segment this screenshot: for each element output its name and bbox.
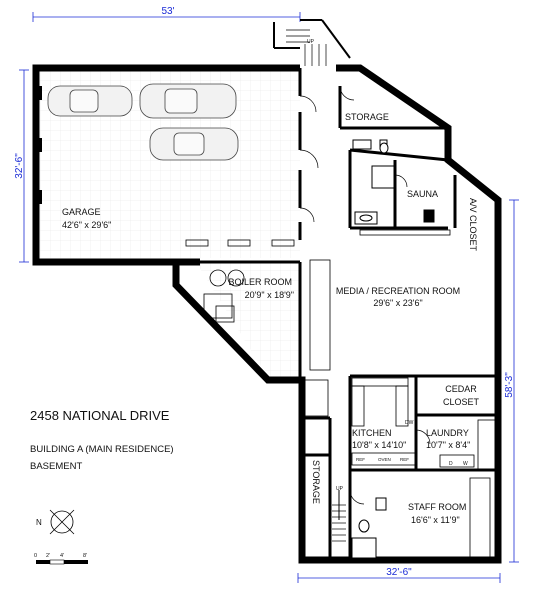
dryer-label: W: [463, 461, 468, 467]
exterior-walls: [32, 64, 502, 564]
av-closet-name: A/V CLOSET: [468, 198, 478, 252]
lower-stair: [332, 490, 346, 542]
staff-room-size: 16'6" x 11'9": [411, 515, 460, 525]
scale-tick-8: 8': [83, 553, 87, 559]
storage-top-name: STORAGE: [345, 112, 389, 122]
cedar-closet-name-2: CLOSET: [443, 397, 480, 407]
interior-walls: [200, 68, 498, 560]
top-stair: [273, 19, 351, 66]
scale-tick-4: 4': [60, 553, 64, 559]
boiler-equipment: [203, 269, 245, 323]
left-height-dimension: 32'-6": [14, 153, 25, 179]
right-height-dimension: 58'-3": [504, 372, 515, 398]
garage-doors: [34, 86, 42, 204]
bath-fixtures: [351, 139, 435, 559]
boiler-room-name: BOILER ROOM: [228, 277, 292, 287]
stair-up-top-label: UP: [307, 39, 315, 45]
dimension-lines: [19, 12, 519, 583]
boiler-floor: [196, 262, 300, 378]
laundry-size: 10'7" x 8'4": [426, 440, 470, 450]
north-label: N: [36, 518, 42, 527]
scale-tick-2: 2': [46, 553, 50, 559]
media-room-size: 29'6" x 23'6": [373, 298, 422, 308]
sauna-name: SAUNA: [407, 189, 438, 199]
bottom-width-dimension: 32'-6": [386, 567, 412, 578]
north-arrow-icon: [49, 509, 75, 535]
laundry-name: LAUNDRY: [426, 428, 469, 438]
kitchen-name: KITCHEN: [352, 428, 392, 438]
washer-label: D: [449, 461, 453, 467]
storage-side-name: STORAGE: [311, 460, 321, 504]
address-title: 2458 NATIONAL DRIVE: [30, 408, 170, 423]
stair-up-bottom-label: UP: [336, 486, 344, 492]
ref-2-label: REF: [400, 457, 409, 462]
kitchen-size: 10'8" x 14'10": [352, 440, 406, 450]
dishwasher-label: DW: [405, 420, 414, 426]
ref-1-label: REF: [356, 457, 365, 462]
top-width-dimension: 53': [161, 6, 174, 17]
staff-room-name: STAFF ROOM: [408, 502, 466, 512]
door-swings: [299, 85, 431, 505]
garage-name: GARAGE: [62, 207, 101, 217]
level-label: BASEMENT: [30, 461, 83, 472]
garage-size: 42'6" x 29'6": [62, 220, 111, 230]
cabinetry: [185, 229, 497, 561]
scale-bar: [36, 559, 88, 565]
boiler-room-size: 20'9" x 18'9": [245, 290, 294, 300]
building-label: BUILDING A (MAIN RESIDENCE): [30, 444, 174, 455]
garage-cars: [47, 83, 239, 161]
oven-label: OVEN: [378, 457, 391, 462]
media-room-name: MEDIA / RECREATION ROOM: [336, 286, 460, 296]
scale-tick-0: 0: [34, 553, 37, 559]
cedar-closet-name: CEDAR: [445, 384, 477, 394]
